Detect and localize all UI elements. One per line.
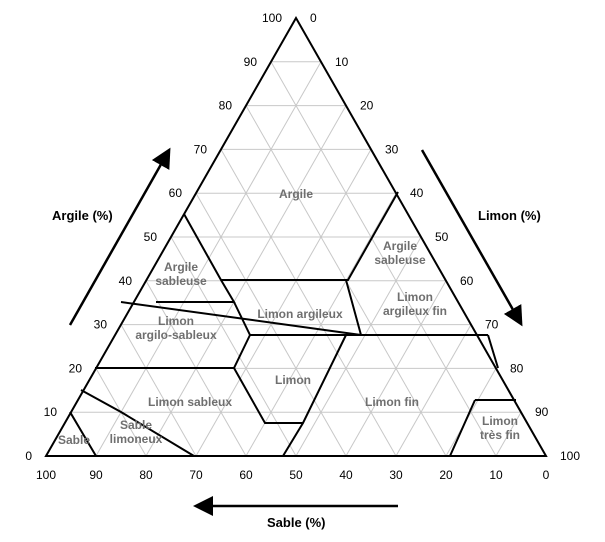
limon-tick-label: 60 bbox=[460, 274, 474, 288]
limon-arrow bbox=[420, 149, 523, 327]
sable-tick-label: 90 bbox=[89, 468, 103, 482]
region-label-line: Argile bbox=[164, 260, 198, 274]
grid-line-sable bbox=[270, 61, 497, 457]
grid-line-sable bbox=[120, 324, 197, 457]
argile-tick-label: 80 bbox=[219, 99, 233, 113]
region-label-limon-fin: Limon fin bbox=[365, 395, 419, 409]
limon-tick-label: 90 bbox=[535, 405, 549, 419]
grid-line-limon bbox=[495, 411, 522, 457]
limon-tick-label: 10 bbox=[335, 55, 349, 69]
sable-tick-label: 0 bbox=[543, 468, 550, 482]
region-label-line: sableuse bbox=[374, 253, 426, 267]
region-label-line: argilo-sableux bbox=[135, 328, 217, 342]
sable-tick-label: 60 bbox=[239, 468, 253, 482]
sable-tick-label: 80 bbox=[139, 468, 153, 482]
grid-line-sable bbox=[220, 149, 397, 457]
limon-tick-label: 20 bbox=[360, 99, 374, 113]
argile-tick-label: 40 bbox=[119, 274, 133, 288]
limon-tick-label: 30 bbox=[385, 142, 399, 156]
region-label-argile: Argile bbox=[279, 187, 313, 201]
region-label-line: Argile bbox=[279, 187, 313, 201]
argile-tick-label: 70 bbox=[194, 142, 208, 156]
region-label-sable: Sable bbox=[58, 433, 90, 447]
argile-tick-label: 100 bbox=[262, 11, 282, 25]
region-label-line: Limon fin bbox=[365, 395, 419, 409]
region-label-line: Limon bbox=[275, 373, 311, 387]
triangle-outline bbox=[44, 15, 548, 457]
grid-line-limon bbox=[195, 149, 372, 457]
argile-tick-label: 30 bbox=[94, 318, 108, 332]
argile-tick-label: 50 bbox=[144, 230, 158, 244]
grid-lines bbox=[70, 61, 522, 457]
argile-arrow bbox=[68, 147, 171, 326]
region-label-line: Limon argileux bbox=[257, 307, 343, 321]
boundary-line bbox=[69, 191, 516, 457]
sable-tick-label: 20 bbox=[439, 468, 453, 482]
argile-tick-label: 60 bbox=[169, 186, 183, 200]
argile-tick-label: 90 bbox=[244, 55, 258, 69]
limon-tick-label: 50 bbox=[435, 230, 449, 244]
region-label-limon: Limon bbox=[275, 373, 311, 387]
limon-axis-title: Limon (%) bbox=[478, 208, 541, 223]
sable-tick-label: 50 bbox=[289, 468, 303, 482]
argile-tick-label: 10 bbox=[44, 405, 58, 419]
sable-tick-label: 70 bbox=[189, 468, 203, 482]
argile-tick-label: 0 bbox=[25, 449, 32, 463]
region-label-line: très fin bbox=[480, 428, 520, 442]
region-label-line: Sable bbox=[120, 418, 152, 432]
grid-line-limon bbox=[395, 324, 472, 457]
grid-line-limon bbox=[295, 236, 422, 457]
sable-tick-label: 30 bbox=[389, 468, 403, 482]
limon-tick-label: 100 bbox=[560, 449, 580, 463]
grid-line-sable bbox=[170, 236, 297, 457]
limon-tick-label: 70 bbox=[485, 318, 499, 332]
limon-tick-label: 40 bbox=[410, 186, 424, 200]
sable-axis-title: Sable (%) bbox=[267, 515, 326, 530]
region-label-line: Limon sableux bbox=[148, 395, 232, 409]
region-label-line: limoneux bbox=[110, 432, 163, 446]
region-label-line: argileux fin bbox=[383, 304, 447, 318]
grid-line-sable bbox=[195, 192, 347, 457]
region-label-line: Limon bbox=[158, 314, 194, 328]
region-label-line: Sable bbox=[58, 433, 90, 447]
region-label-line: sableuse bbox=[155, 274, 207, 288]
argile-tick-label: 20 bbox=[69, 361, 83, 375]
region-label-line: Limon bbox=[482, 414, 518, 428]
limon-tick-label: 80 bbox=[510, 361, 524, 375]
region-label-limon-argileux: Limon argileux bbox=[257, 307, 343, 321]
region-boundaries bbox=[44, 15, 548, 457]
sable-tick-label: 10 bbox=[489, 468, 503, 482]
sable-tick-label: 100 bbox=[36, 468, 56, 482]
argile-axis-title: Argile (%) bbox=[52, 208, 113, 223]
region-label-limon-sableux: Limon sableux bbox=[148, 395, 232, 409]
sable-tick-label: 40 bbox=[339, 468, 353, 482]
region-label-line: Limon bbox=[397, 290, 433, 304]
limon-tick-label: 0 bbox=[310, 11, 317, 25]
region-label-line: Argile bbox=[383, 239, 417, 253]
